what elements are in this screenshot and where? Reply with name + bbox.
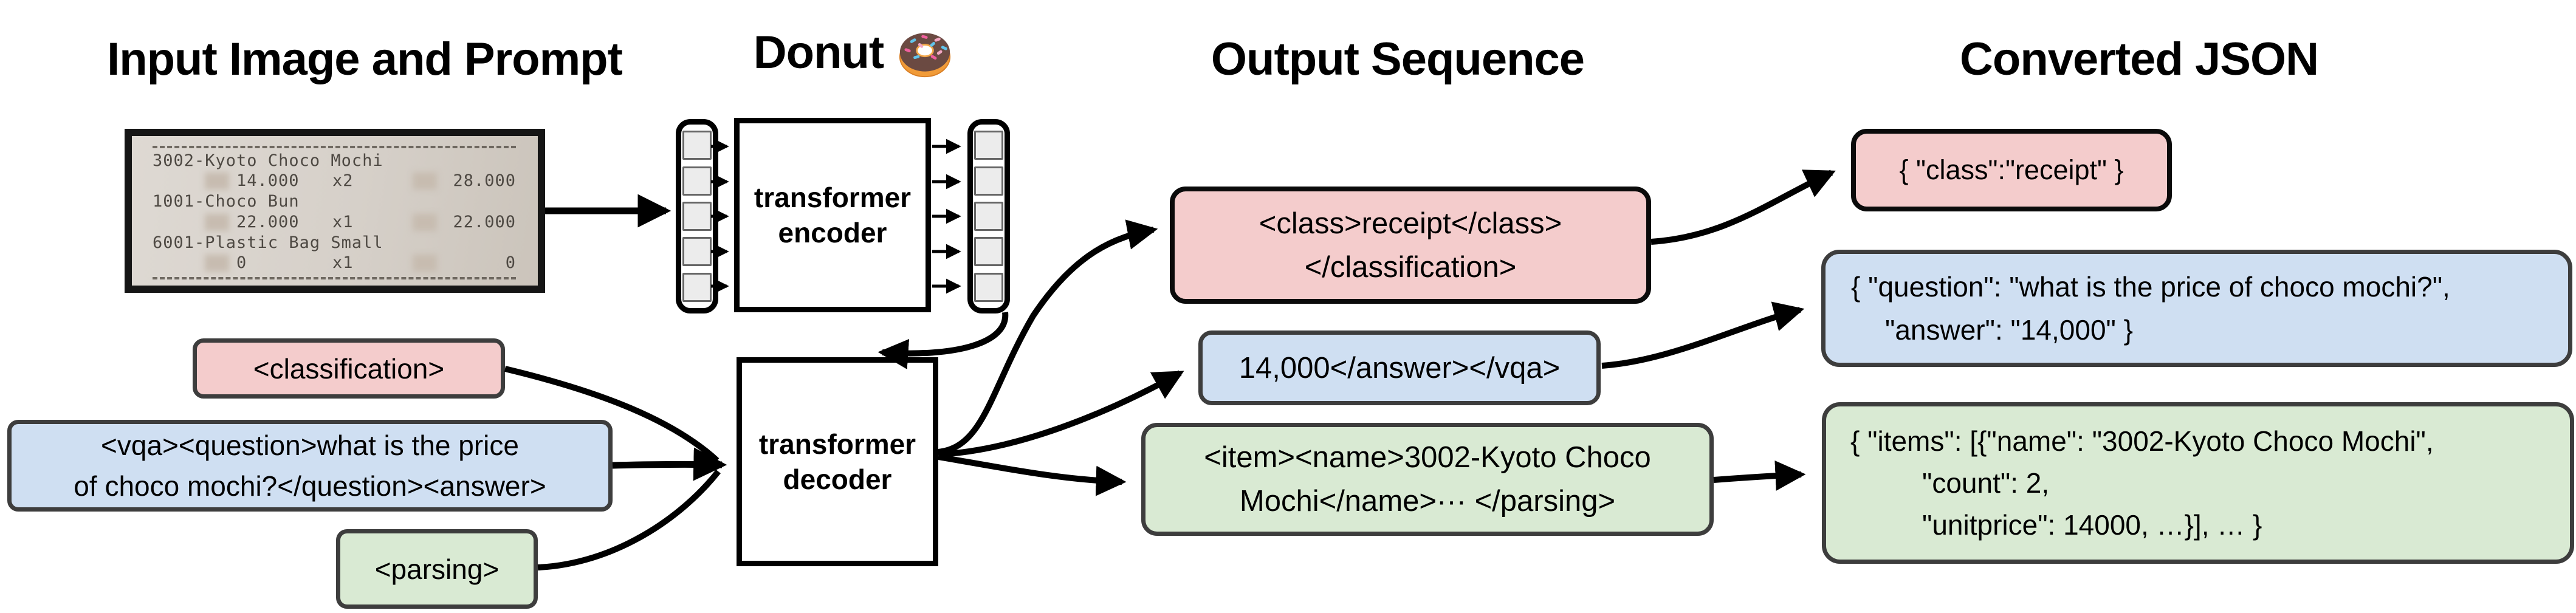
encoder-input-patch-column — [676, 119, 718, 313]
patch-token — [682, 201, 712, 231]
heading-input-image-and-prompt: Input Image and Prompt — [107, 33, 623, 85]
patch-token — [974, 166, 1003, 196]
heading-output-sequence: Output Sequence — [1211, 33, 1585, 85]
arrow-decoder-to-parsing — [938, 454, 1127, 496]
patch-token — [682, 237, 712, 267]
input-receipt-image: 3002-Kyoto Choco Mochi 14.000 x2 28.000 … — [125, 129, 545, 293]
redaction-blur — [413, 213, 437, 231]
heading-donut: Donut — [711, 26, 997, 79]
receipt-line-item: 3002-Kyoto Choco Mochi — [153, 151, 383, 170]
redaction-blur — [205, 173, 229, 190]
arrow-parsing-to-json — [1713, 460, 1806, 491]
redaction-blur — [205, 213, 229, 231]
prompt-classification: <classification> — [193, 338, 505, 399]
receipt-line-item: 6001-Plastic Bag Small — [153, 233, 383, 252]
prompt-parsing: <parsing> — [336, 529, 538, 609]
output-parsing-sequence: <item><name>3002-Kyoto Choco Mochi</name… — [1141, 423, 1714, 536]
receipt-line-amounts: 14.000 x2 28.000 — [153, 172, 520, 190]
patch-token — [974, 201, 1003, 231]
receipt-divider — [153, 276, 516, 279]
arrows-encoder-to-embeddings — [932, 139, 961, 294]
redaction-blur — [413, 173, 437, 190]
patch-token — [682, 166, 712, 196]
receipt-divider — [153, 146, 516, 148]
heading-converted-json: Converted JSON — [1960, 33, 2319, 85]
transformer-decoder-block: transformer decoder — [737, 357, 938, 566]
receipt-line-amounts: 22.000 x1 22.000 — [153, 213, 520, 231]
encoder-output-embedding-column — [967, 119, 1010, 313]
donut-emoji — [896, 26, 954, 79]
patch-token — [682, 131, 712, 160]
transformer-encoder-block: transformer encoder — [734, 118, 931, 312]
arrow-classification-to-json — [1650, 170, 1836, 245]
output-vqa-sequence: 14,000</answer></vqa> — [1198, 330, 1601, 405]
arrow-vqa-prompt — [612, 447, 727, 481]
arrow-encoder-to-decoder — [878, 312, 1009, 369]
json-vqa: { "question": "what is the price of choc… — [1821, 250, 2572, 367]
receipt-line-item: 1001-Choco Bun — [153, 192, 300, 211]
patch-token — [974, 131, 1003, 160]
heading-donut-label: Donut — [753, 26, 884, 78]
prompt-vqa: <vqa><question>what is the price of choc… — [7, 420, 613, 512]
patch-token — [682, 272, 712, 302]
receipt-line-amounts: 0 x1 0 — [153, 254, 520, 272]
json-classification: { "class":"receipt" } — [1851, 129, 2172, 211]
output-classification-sequence: <class>receipt</class> </classification> — [1170, 187, 1651, 304]
patch-token — [974, 272, 1003, 302]
redaction-blur — [413, 255, 437, 272]
json-parsing: { "items": [{"name": "3002-Kyoto Choco M… — [1822, 402, 2574, 564]
redaction-blur — [205, 255, 229, 272]
patch-token — [974, 237, 1003, 267]
arrow-vqa-to-json — [1601, 301, 1805, 369]
